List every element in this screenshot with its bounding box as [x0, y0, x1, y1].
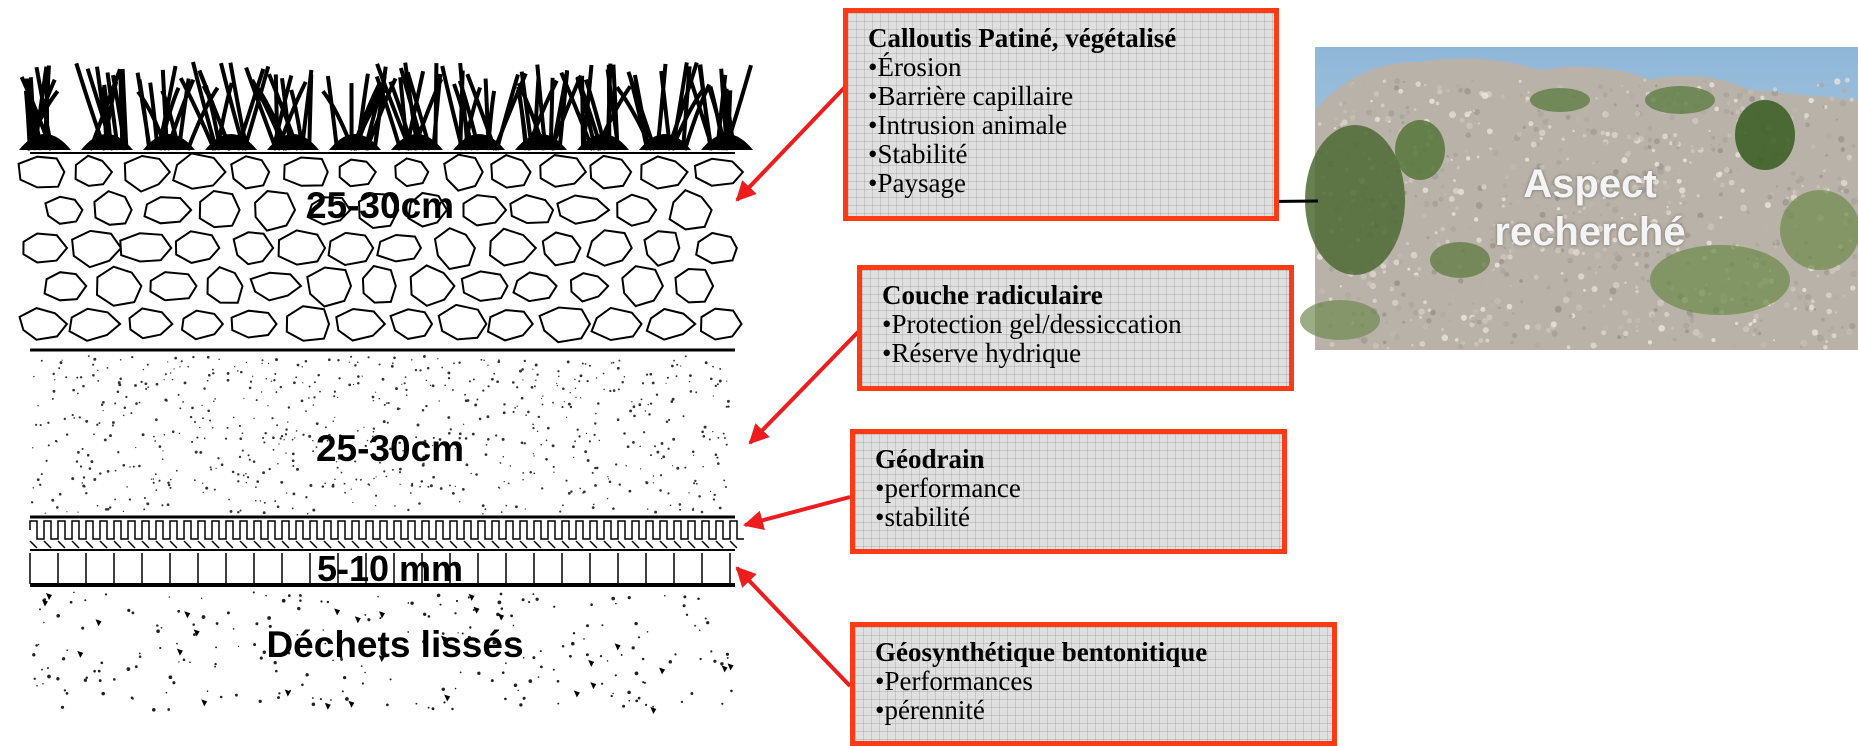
photo-caption: Aspect recherché	[1440, 160, 1740, 256]
callout-root-layer-title: Couche radiculaire	[882, 280, 1275, 310]
callout-gsb-title: Géosynthétique bentonitique	[875, 637, 1318, 667]
stone-layer	[19, 153, 743, 350]
waste-layer-label: Déchets lissés	[230, 624, 560, 666]
callout-gsb-list: Performances pérennité	[875, 667, 1318, 725]
callout-geodrain-list: performance stabilité	[875, 474, 1268, 532]
list-item: Paysage	[868, 169, 1260, 198]
callout-geodrain-title: Géodrain	[875, 444, 1268, 474]
callout-geodrain: Géodrain performance stabilité	[850, 429, 1287, 554]
arrow-root-layer	[750, 330, 860, 443]
soil-layer-thickness: 25-30cm	[290, 428, 490, 470]
callout-root-layer: Couche radiculaire Protection gel/dessic…	[857, 265, 1294, 391]
list-item: Réserve hydrique	[882, 339, 1275, 368]
list-item: Érosion	[868, 53, 1260, 82]
stone-layer-thickness: 25-30cm	[280, 185, 480, 227]
arrow-cover	[737, 87, 845, 200]
arrow-gsb	[737, 568, 850, 686]
geocomposite-thickness: 5-10 mm	[290, 548, 490, 590]
list-item: Protection gel/dessiccation	[882, 310, 1275, 339]
list-item: Performances	[875, 667, 1318, 696]
callout-root-layer-list: Protection gel/dessiccation Réserve hydr…	[882, 310, 1275, 368]
list-item: Barrière capillaire	[868, 82, 1260, 111]
vegetation-layer	[19, 62, 753, 150]
callout-gsb: Géosynthétique bentonitique Performances…	[850, 622, 1337, 746]
callout-cover: Calloutis Patiné, végétalisé Érosion Bar…	[843, 8, 1279, 221]
list-item: performance	[875, 474, 1268, 503]
arrow-geodrain	[745, 497, 850, 525]
photo-caption-line1: Aspect	[1440, 160, 1740, 208]
list-item: stabilité	[875, 503, 1268, 532]
callout-cover-title: Calloutis Patiné, végétalisé	[868, 23, 1260, 53]
list-item: Stabilité	[868, 140, 1260, 169]
photo-caption-line2: recherché	[1440, 208, 1740, 256]
callout-cover-list: Érosion Barrière capillaire Intrusion an…	[868, 53, 1260, 198]
list-item: pérennité	[875, 696, 1318, 725]
list-item: Intrusion animale	[868, 111, 1260, 140]
